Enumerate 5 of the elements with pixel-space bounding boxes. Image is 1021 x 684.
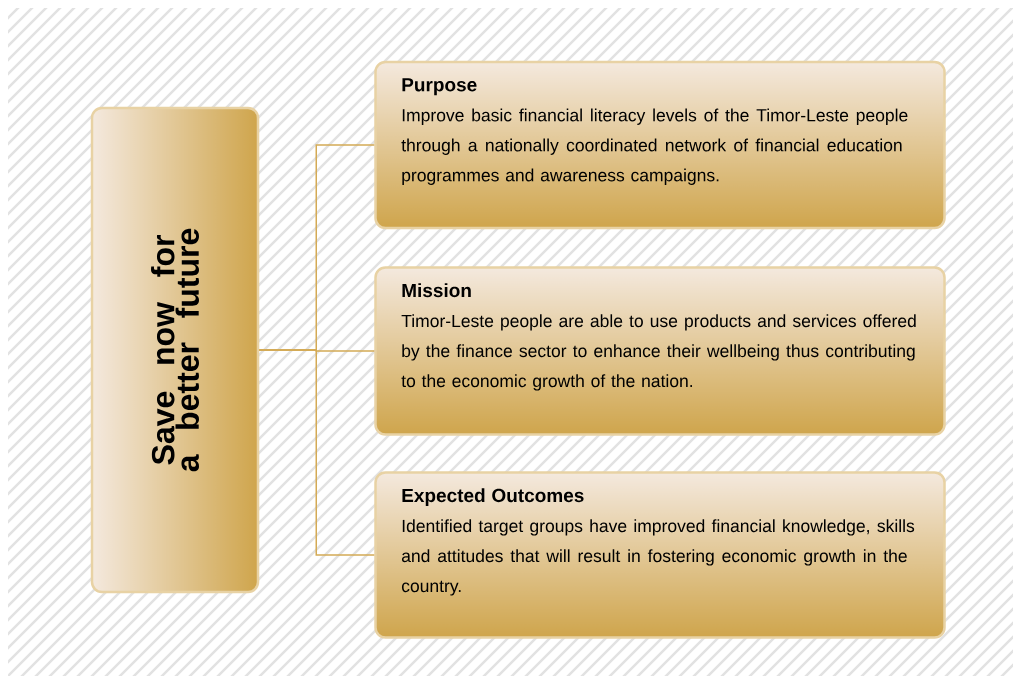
connector [258,349,375,556]
text-box: Expected Outcomes Identified target groups have improved financial knowledge, skills and attitudes that will result in fostering economic growth in the country. [374,471,946,639]
title-box: Save now for a better future [90,106,260,594]
text-box: Purpose Improve basic financial literacy levels of the Timor-Leste people through a nationally coordinated network of financial education programmes and awareness campaigns. [374,60,946,230]
text-box: Mission Timor-Leste people are able to use products and services offered by the finance sector to enhance their wellbeing thus contributing to the economic growth of the nation. [374,266,946,436]
